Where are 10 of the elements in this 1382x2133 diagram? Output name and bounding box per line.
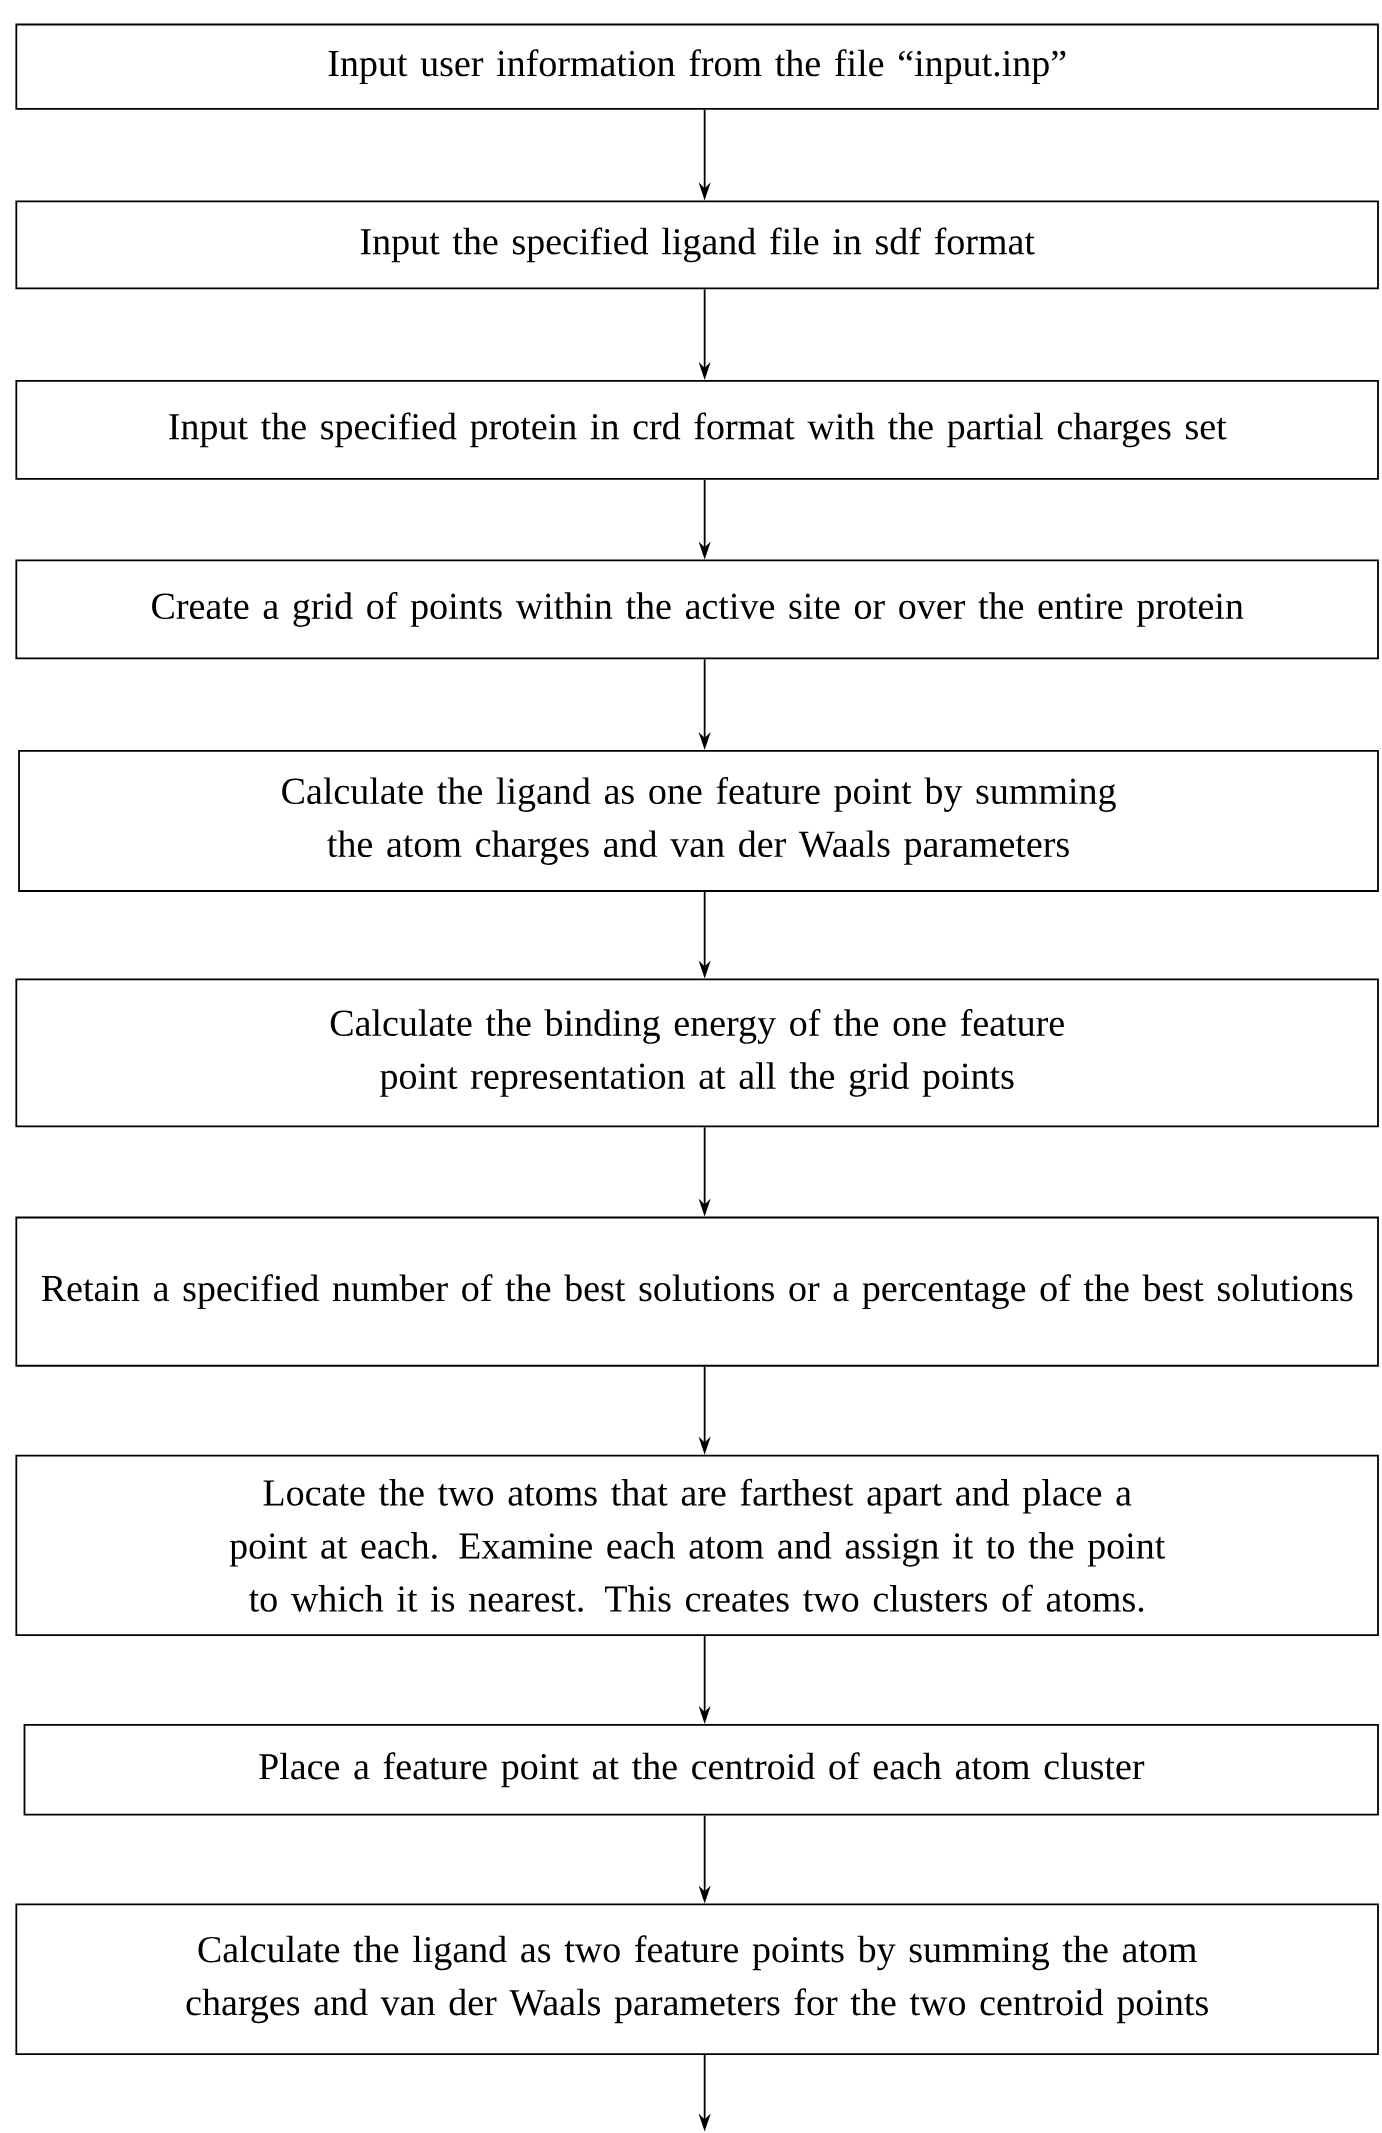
process-box: Input user information from the file “input.inp” xyxy=(15,23,1379,110)
process-box: Place a feature point at the centroid of each atom cluster xyxy=(23,1724,1379,1816)
process-box: Input the specified ligand file in sdf format xyxy=(15,200,1379,290)
process-box: Calculate the binding energy of the one feature point representation at all the grid points xyxy=(15,978,1379,1128)
process-box: Create a grid of points within the active site or over the entire protein xyxy=(15,559,1379,660)
process-box: Input the specified protein in crd format with the partial charges set xyxy=(15,380,1379,480)
process-box: Calculate the ligand as one feature point by summing the atom charges and van der Waals parameters xyxy=(18,750,1379,892)
process-box: Retain a specified number of the best solutions or a percentage of the best solutions xyxy=(15,1216,1379,1367)
process-box: Locate the two atoms that are farthest apart and place a point at each. Examine each atom and assign it to the point to which it is nearest. This creates two clusters of atoms. xyxy=(15,1454,1379,1636)
process-box: Calculate the ligand as two feature points by summing the atom charges and van der Waals parameters for the two centroid points xyxy=(15,1903,1379,2055)
